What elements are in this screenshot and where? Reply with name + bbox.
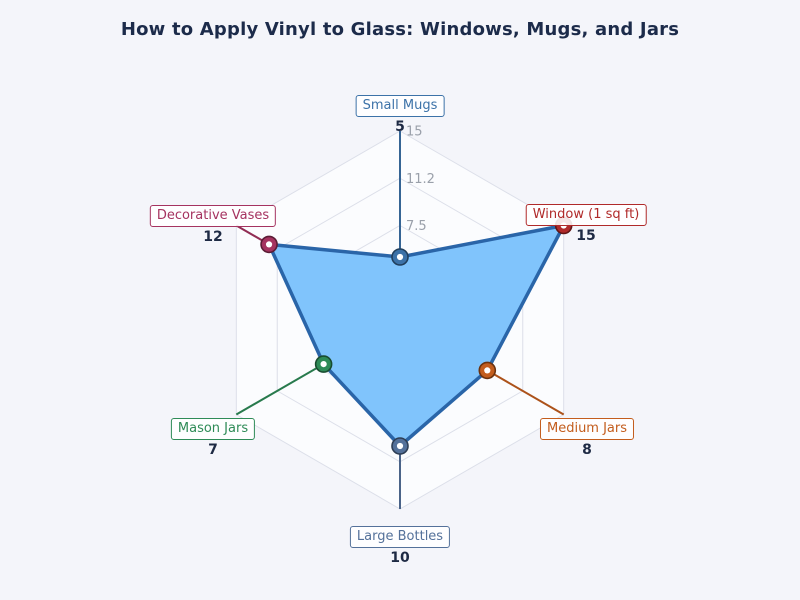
category-value: 12 — [203, 229, 223, 245]
radial-tick-label: 7.5 — [406, 219, 427, 234]
category-label-box: Decorative Vases — [149, 205, 277, 227]
radial-tick-label: 11.2 — [406, 172, 435, 187]
category-label: Window (1 sq ft) 15 — [525, 204, 647, 244]
category-label: Mason Jars 7 — [170, 418, 256, 458]
category-label-box: Window (1 sq ft) — [525, 204, 647, 226]
data-point-marker-center — [265, 241, 273, 248]
category-label-box: Large Bottles — [349, 526, 451, 548]
category-label-box: Small Mugs — [355, 95, 445, 117]
data-point-marker-center — [396, 442, 404, 450]
data-point-marker-center — [484, 367, 491, 374]
category-label: Medium Jars 8 — [539, 418, 635, 458]
category-value: 5 — [395, 119, 405, 135]
category-label-box: Medium Jars — [539, 418, 635, 440]
category-label-box: Mason Jars — [170, 418, 256, 440]
category-label: Large Bottles 10 — [349, 526, 451, 566]
category-label: Decorative Vases 12 — [149, 205, 277, 245]
category-label: Small Mugs 5 — [355, 95, 445, 135]
data-point-marker-center — [320, 361, 327, 368]
category-value: 7 — [208, 442, 218, 458]
data-point-marker-center — [396, 253, 404, 261]
category-value: 15 — [576, 228, 596, 244]
radial-tick-label: 15 — [406, 125, 423, 140]
chart-title: How to Apply Vinyl to Glass: Windows, Mu… — [120, 19, 680, 40]
category-value: 8 — [582, 442, 592, 458]
category-value: 10 — [390, 550, 410, 566]
